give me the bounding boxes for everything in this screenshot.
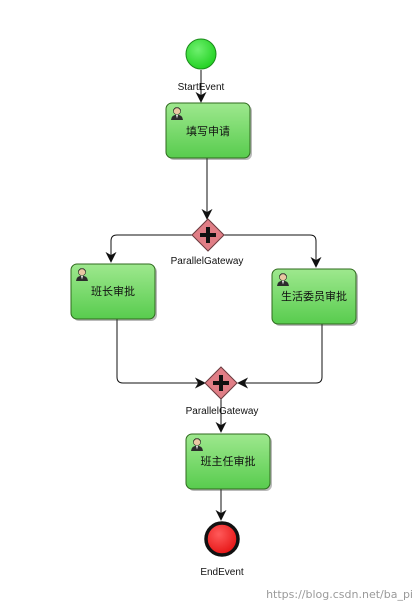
start-event-label: StartEvent (178, 82, 225, 93)
gateway-join-label: ParallelGateway (186, 406, 259, 417)
task-monitor-approval-box (70, 263, 156, 320)
start-event[interactable]: StartEvent (178, 38, 225, 93)
task-head-teacher-approval-box (185, 433, 271, 490)
sequence-flows (105, 70, 323, 521)
flow-split-to-life-committee[interactable] (223, 234, 322, 268)
task-fill-form-label: 填写申请 (186, 124, 230, 138)
task-life-committee-approval-label: 生活委员审批 (281, 289, 347, 303)
task-life-committee-approval[interactable]: 生活委员审批 (271, 268, 358, 326)
gateway-split-label: ParallelGateway (171, 256, 244, 267)
plus-icon (213, 375, 229, 391)
end-event[interactable]: EndEvent (200, 521, 244, 578)
parallel-gateway-join[interactable]: ParallelGateway (186, 366, 259, 417)
end-event-label: EndEvent (200, 567, 244, 578)
watermark: https://blog.csdn.net/ba_pi (266, 588, 413, 601)
task-head-teacher-approval[interactable]: 班主任审批 (185, 433, 272, 491)
task-monitor-approval-label: 班长审批 (91, 284, 135, 298)
flow-split-to-monitor[interactable] (105, 234, 193, 263)
start-event-circle (185, 38, 217, 70)
task-fill-form-box (165, 102, 251, 159)
task-head-teacher-approval-label: 班主任审批 (201, 454, 256, 468)
task-fill-form[interactable]: 填写申请 (165, 102, 252, 160)
end-event-circle (204, 521, 240, 557)
flow-life-committee-to-join[interactable] (237, 324, 323, 389)
task-monitor-approval[interactable]: 班长审批 (70, 263, 157, 321)
plus-icon (200, 227, 216, 243)
task-life-committee-approval-box (271, 268, 357, 325)
parallel-gateway-split[interactable]: ParallelGateway (171, 218, 244, 267)
flow-monitor-to-join[interactable] (116, 319, 206, 389)
